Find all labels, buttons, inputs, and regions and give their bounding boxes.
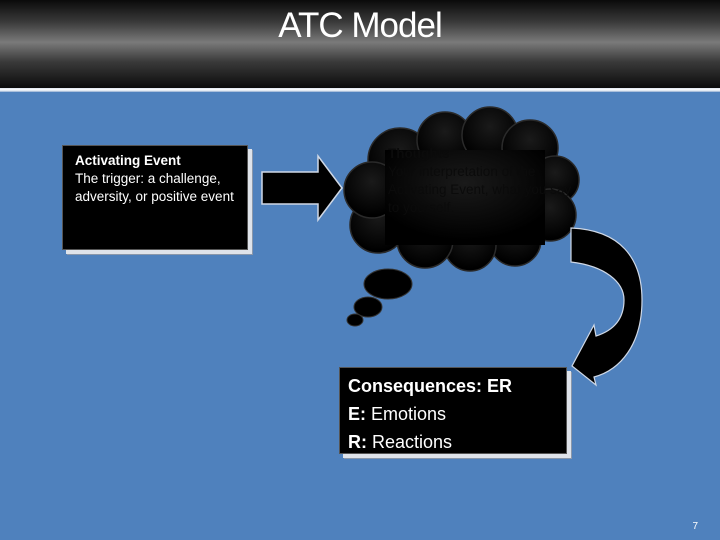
- consequences-line-emotions: E: Emotions: [348, 400, 558, 428]
- activating-event-box: Activating Event The trigger: a challeng…: [62, 145, 248, 250]
- thought-cloud-icon: [343, 106, 580, 272]
- thoughts-text: Thoughts Your interpretation of the Acti…: [388, 145, 578, 217]
- thought-bubble-small: [346, 313, 364, 327]
- thought-bubble-large: [363, 268, 413, 300]
- slide-title: ATC Model: [278, 6, 442, 45]
- arrow-right-icon: [261, 153, 343, 223]
- divider: [0, 88, 720, 92]
- line-text: Emotions: [366, 404, 447, 424]
- line-key: E:: [348, 404, 366, 424]
- consequences-heading: Consequences: ER: [348, 376, 513, 396]
- page-number: 7: [692, 521, 698, 532]
- activating-event-body: The trigger: a challenge, adversity, or …: [75, 171, 234, 204]
- line-key: R:: [348, 432, 367, 452]
- line-text: Reactions: [367, 432, 453, 452]
- thought-bubble-medium: [353, 296, 383, 318]
- consequences-box: Consequences: ER E: Emotions R: Reaction…: [339, 367, 567, 454]
- consequences-line-reactions: R: Reactions: [348, 428, 558, 456]
- curved-arrow-icon: [570, 227, 643, 387]
- thoughts-body: Your interpretation of the Activating Ev…: [388, 164, 572, 215]
- activating-event-heading: Activating Event: [75, 153, 181, 168]
- title-bar: [0, 0, 720, 88]
- thoughts-heading: Thoughts: [388, 146, 450, 161]
